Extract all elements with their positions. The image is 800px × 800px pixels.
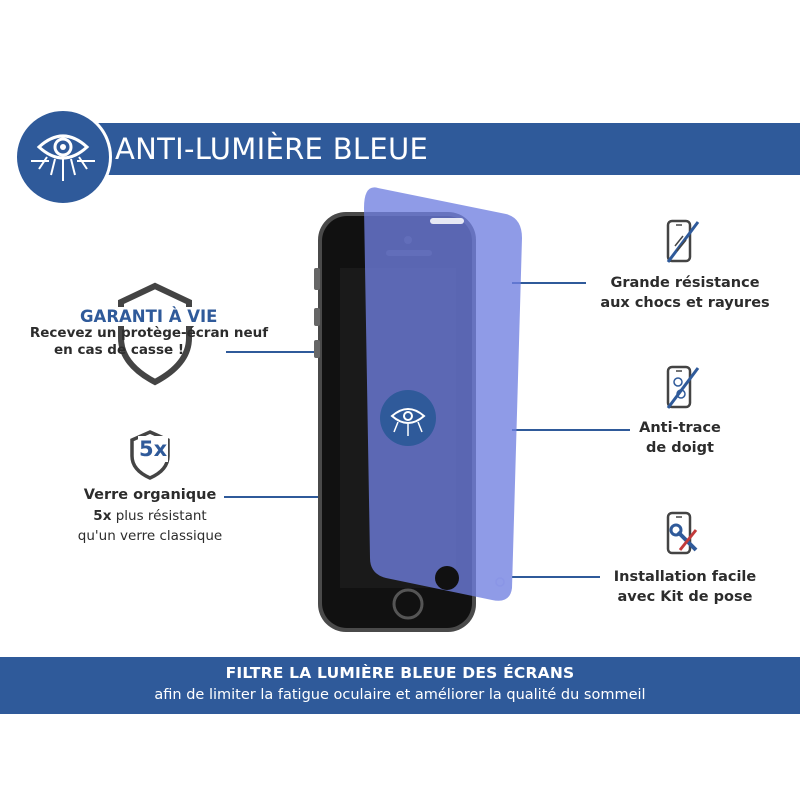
eye-icon <box>31 134 95 181</box>
feature-line: avec Kit de pose <box>617 589 753 605</box>
feature-line: Grande résistance <box>610 275 760 291</box>
footer-title: FILTRE LA LUMIÈRE BLEUE DES ÉCRANS <box>225 664 575 682</box>
phone-scratch-icon <box>666 219 700 263</box>
header-banner <box>55 123 800 175</box>
feature-line: Anti-trace <box>639 420 721 436</box>
guarantee-title: GARANTI À VIE <box>80 307 218 326</box>
feature-line: aux chocs et rayures <box>600 295 770 311</box>
guarantee-line2: en cas de casse ! <box>53 342 185 358</box>
feature-anti-fingerprint: Anti-trace de doigt <box>590 418 770 458</box>
phone-tools-icon <box>666 511 698 555</box>
organic-title: Verre organique <box>83 487 217 503</box>
phone-illustration <box>314 187 522 632</box>
feature-shock-resistance: Grande résistance aux chocs et rayures <box>580 273 790 313</box>
page-title: ANTI-LUMIÈRE BLEUE <box>115 132 429 166</box>
footer-subtitle: afin de limiter la fatigue oculaire et a… <box>154 687 646 703</box>
feature-line: de doigt <box>646 440 714 456</box>
organic-multiplier: 5x <box>93 508 112 524</box>
organic-line3: qu'un verre classique <box>77 528 223 544</box>
feature-easy-install: Installation facile avec Kit de pose <box>580 567 790 607</box>
guarantee-line1: Recevez un protège-écran neuf <box>29 325 269 341</box>
organic-line2-rest: plus résistant <box>111 508 207 524</box>
footer-banner <box>0 657 800 714</box>
badge-5x: 5x <box>138 436 169 462</box>
organic-line2: 5x plus résistant <box>70 508 230 524</box>
phone-fingerprint-icon <box>666 365 700 409</box>
feature-line: Installation facile <box>613 569 757 585</box>
eye-badge <box>14 108 112 206</box>
shield-icon <box>118 282 192 386</box>
